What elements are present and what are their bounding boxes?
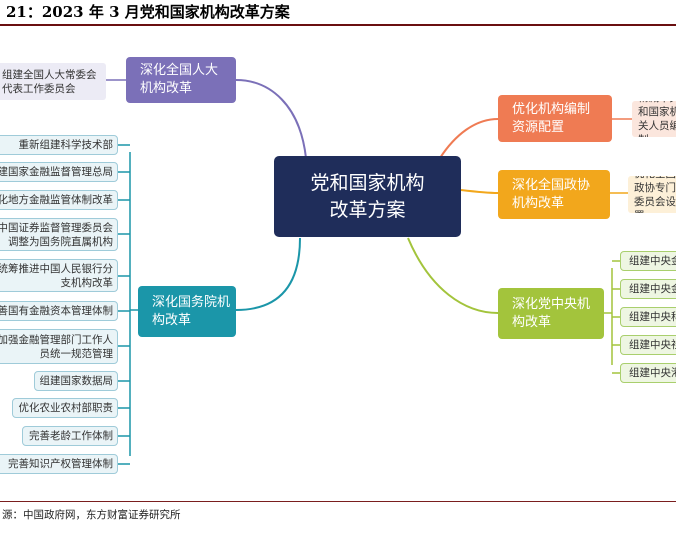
- npc-leaf-1: 组建全国人大常委会代表工作委员会: [0, 63, 106, 100]
- party-leaf-2-label: 组建中央金融工作委员会: [629, 283, 676, 295]
- state-leaf-7: 加强金融管理部门工作人员统一规范管理: [0, 329, 118, 364]
- party-ticks: [612, 260, 620, 374]
- state-leaf-1-label: 重新组建科学技术部: [18, 139, 114, 151]
- staffing-leaf-1-label: 精减中央和国家机关人员编制: [638, 101, 676, 137]
- state-leaf-3-label: 深化地方金融监管体制改革: [0, 194, 113, 206]
- npc-leaf-1-label: 组建全国人大常委会代表工作委员会: [2, 68, 97, 95]
- link-center-party: [407, 237, 499, 314]
- state-leaf-11: 完善知识产权管理体制: [0, 454, 118, 474]
- party-leaf-5: 组建中央港澳工作办公室: [620, 363, 676, 383]
- footer-rule: [0, 501, 676, 502]
- staffing-leaf-1: 精减中央和国家机关人员编制: [632, 101, 676, 137]
- state-council-branch-label: 深化国务院机构改革: [152, 294, 231, 328]
- state-spine: [129, 152, 138, 456]
- state-leaf-6-label: 完善国有金融资本管理体制: [0, 305, 113, 317]
- cppcc-leaf-1: 优化全国政协专门委员会设置: [628, 176, 676, 213]
- source-note: 源：中国政府网，东方财富证券研究所: [2, 509, 181, 521]
- staffing-branch-label: 优化机构编制资源配置: [512, 101, 591, 135]
- party-leaf-4-label: 组建中央社会工作部: [629, 339, 676, 351]
- state-leaf-7-label: 加强金融管理部门工作人员统一规范管理: [0, 333, 113, 360]
- cppcc-branch-label: 深化全国政协机构改革: [512, 177, 591, 211]
- npc-branch-label: 深化全国人大机构改革: [140, 63, 219, 96]
- state-ticks: [118, 144, 130, 465]
- state-leaf-2: 组建国家金融监督管理总局: [0, 162, 118, 182]
- party-leaf-1-label: 组建中央金融委员会: [629, 255, 676, 267]
- center-node: 党和国家机构改革方案: [274, 156, 461, 237]
- npc-branch-node: 深化全国人大机构改革: [126, 57, 236, 103]
- link-center-npc: [235, 79, 307, 159]
- party-leaf-5-label: 组建中央港澳工作办公室: [629, 367, 676, 379]
- party-leaf-3-label: 组建中央科技委员会: [629, 311, 676, 323]
- state-leaf-4-label: 中国证券监督管理委员会调整为国务院直属机构: [0, 221, 113, 248]
- state-leaf-2-label: 组建国家金融监督管理总局: [0, 166, 113, 178]
- state-leaf-8: 组建国家数据局: [34, 371, 118, 391]
- state-leaf-9: 优化农业农村部职责: [12, 398, 118, 418]
- link-center-staffing: [439, 118, 499, 159]
- party-leaf-2: 组建中央金融工作委员会: [620, 279, 676, 299]
- state-council-branch-node: 深化国务院机构改革: [138, 286, 236, 337]
- state-leaf-10: 完善老龄工作体制: [22, 426, 118, 446]
- state-leaf-8-label: 组建国家数据局: [39, 375, 114, 387]
- party-leaf-4: 组建中央社会工作部: [620, 335, 676, 355]
- party-branch-node: 深化党中央机构改革: [498, 288, 604, 339]
- state-leaf-5: 统筹推进中国人民银行分支机构改革: [0, 259, 118, 292]
- staffing-branch-node: 优化机构编制资源配置: [498, 95, 612, 142]
- cppcc-branch-node: 深化全国政协机构改革: [498, 170, 610, 219]
- party-spine: [604, 268, 613, 365]
- state-leaf-3: 深化地方金融监管体制改革: [0, 190, 118, 210]
- state-leaf-1: 重新组建科学技术部: [0, 135, 118, 155]
- party-leaf-1: 组建中央金融委员会: [620, 251, 676, 271]
- title-rule: [0, 24, 676, 26]
- state-leaf-5-label: 统筹推进中国人民银行分支机构改革: [0, 262, 113, 289]
- center-label: 党和国家机构改革方案: [310, 171, 425, 221]
- figure-title: 21：2023 年 3 月党和国家机构改革方案: [6, 3, 290, 21]
- state-leaf-11-label: 完善知识产权管理体制: [8, 458, 113, 470]
- link-center-cppcc: [460, 189, 499, 194]
- party-leaf-3: 组建中央科技委员会: [620, 307, 676, 327]
- party-branch-label: 深化党中央机构改革: [512, 296, 591, 330]
- state-leaf-10-label: 完善老龄工作体制: [29, 430, 113, 442]
- state-leaf-6: 完善国有金融资本管理体制: [0, 301, 118, 321]
- cppcc-leaf-1-label: 优化全国政协专门委员会设置: [634, 176, 676, 213]
- state-leaf-4: 中国证券监督管理委员会调整为国务院直属机构: [0, 218, 118, 251]
- link-center-state: [235, 237, 301, 311]
- state-leaf-9-label: 优化农业农村部职责: [18, 402, 114, 414]
